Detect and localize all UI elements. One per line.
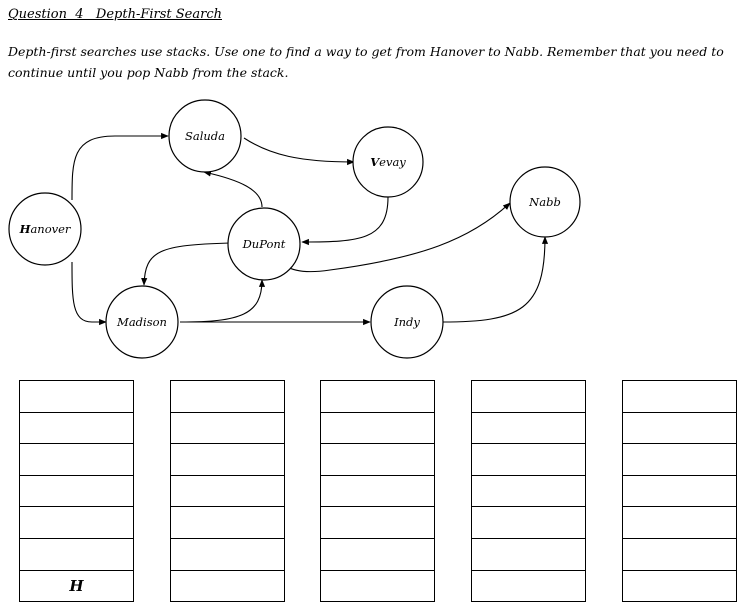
stack-4 [471,380,586,602]
edge-vevay-dupont [301,196,389,246]
stack-cell[interactable] [321,413,434,445]
edge-hanover-saluda [71,132,169,201]
stack-cell[interactable] [472,507,585,539]
stack-cell[interactable] [20,413,133,445]
stack-cell[interactable] [171,413,284,445]
stack-cell[interactable] [623,571,736,603]
stack-cell[interactable] [623,507,736,539]
node-vevay [352,126,424,198]
stack-cell[interactable] [321,539,434,571]
stack-cell[interactable] [20,507,133,539]
stack-cell[interactable] [321,507,434,539]
stack-cell[interactable] [321,381,434,413]
stack-5 [622,380,737,602]
stack-cell[interactable] [20,381,133,413]
stack-cell[interactable] [171,539,284,571]
stack-cell[interactable] [171,476,284,508]
node-label-madison: Madison [116,315,167,329]
stack-cell[interactable] [472,381,585,413]
edge-dupont-nabb [285,202,511,273]
node-label-indy: Indy [393,315,420,329]
edge-indy-nabb [441,236,549,323]
stack-cell[interactable] [321,444,434,476]
stack-cell[interactable] [623,476,736,508]
stack-cell[interactable] [20,476,133,508]
instructions-line-2: continue until you pop Nabb from the sta… [8,65,289,80]
edge-hanover-madison [71,261,107,326]
stack-cell[interactable] [321,476,434,508]
stack-cell[interactable] [171,381,284,413]
question-heading: Question 4 Depth-First Search [8,7,222,22]
edge-saluda-vevay [243,137,355,166]
node-label-saluda: Saluda [185,129,225,143]
node-label-hanover: Hanover [19,222,72,236]
stack-cell[interactable] [472,476,585,508]
graph-diagram: Hanover Saluda Vevay DuPont Madison Indy… [8,99,581,359]
edge-madison-dupont [179,279,266,323]
question-instructions: Depth-first searches use stacks. Use one… [8,41,748,83]
node-label-dupont: DuPont [242,237,286,251]
stack-cell[interactable] [623,381,736,413]
stack-cell[interactable]: H [69,577,84,596]
stack-cell[interactable] [321,571,434,603]
stack-cell[interactable] [472,571,585,603]
stack-cell[interactable] [171,571,284,603]
stack-cell[interactable] [171,507,284,539]
stack-1: H [19,380,134,602]
stack-cell[interactable] [20,539,133,571]
stack-cell[interactable] [623,413,736,445]
node-madison [105,285,179,359]
stack-2 [170,380,285,602]
edge-dupont-saluda [203,170,263,208]
stack-cell[interactable] [623,539,736,571]
stack-cell[interactable] [472,413,585,445]
instructions-line-1: Depth-first searches use stacks. Use one… [8,44,724,59]
stack-3 [320,380,435,602]
stack-cell[interactable] [623,444,736,476]
node-label-vevay: Vevay [370,155,406,169]
stack-cell[interactable] [472,539,585,571]
node-dupont [227,207,301,281]
node-nabb [509,166,581,238]
stack-cell[interactable] [472,444,585,476]
stack-cell[interactable] [171,444,284,476]
node-saluda [168,99,242,173]
stack-cell[interactable] [20,444,133,476]
node-label-nabb: Nabb [528,195,561,209]
node-hanover [8,192,82,266]
edge-dupont-madison [141,242,231,286]
node-indy [370,285,444,359]
